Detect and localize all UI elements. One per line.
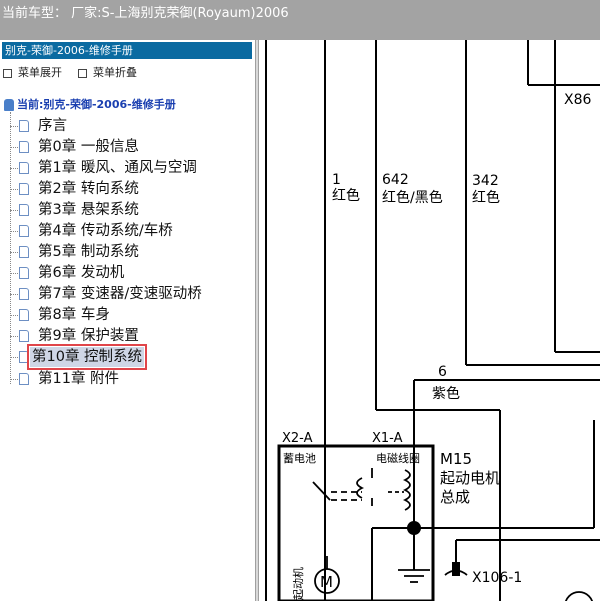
document-icon (19, 373, 29, 385)
document-icon (19, 204, 29, 216)
document-icon (19, 141, 29, 153)
expand-label: 菜单展开 (18, 66, 62, 79)
tree-guide-line (10, 112, 11, 384)
document-icon (19, 162, 29, 174)
solenoid-label: 电磁线圈 (376, 451, 420, 465)
document-icon (19, 246, 29, 258)
current-vehicle-text: 当前车型： 厂家:S-上海别克荣御(Royaum)2006 (2, 6, 289, 21)
panel-title: 别克-荣御-2006-维修手册 (2, 42, 252, 59)
document-icon (19, 309, 29, 321)
collapse-menu-button[interactable]: 菜单折叠 (78, 64, 137, 80)
terminal-x2a-label: X2-A (282, 431, 313, 446)
wire-642-number: 642 (382, 172, 409, 188)
document-icon (19, 120, 29, 132)
document-icon (19, 225, 29, 237)
component-name-line1: 起动电机 (440, 469, 500, 487)
document-icon (19, 267, 29, 279)
component-code: M15 (440, 450, 472, 468)
splitter-handle[interactable] (255, 40, 259, 601)
wire-1-color: 红色 (332, 187, 360, 204)
wire-6-number: 6 (438, 364, 447, 380)
document-icon (19, 183, 29, 195)
document-icon (19, 351, 29, 363)
terminal-x1a-label: X1-A (372, 431, 403, 446)
wire-342-color: 红色 (472, 189, 500, 206)
collapse-icon (78, 68, 87, 78)
wire-1-number: 1 (332, 172, 341, 188)
expand-menu-button[interactable]: 菜单展开 (3, 64, 62, 80)
wire-342-number: 342 (472, 173, 499, 189)
starter-motor-label: 起动机 (291, 567, 305, 600)
navigation-panel (0, 40, 256, 601)
wiring-diagram: X86 1 红色 642 红色/黑色 342 红色 6 紫色 X2-A X1-A… (265, 40, 600, 601)
top-status-bar: 当前车型： 厂家:S-上海别克荣御(Royaum)2006 (0, 0, 600, 40)
tree-root[interactable]: 当前:别克-荣御-2006-维修手册 (4, 96, 176, 114)
battery-terminal-label: 蓄电池 (283, 452, 316, 465)
component-name-line2: 总成 (440, 488, 470, 506)
tree-root-label: 当前:别克-荣御-2006-维修手册 (17, 98, 176, 111)
document-icon (19, 288, 29, 300)
wire-6-color: 紫色 (432, 385, 460, 402)
document-icon (19, 330, 29, 342)
connector-x106-label: X106-1 (472, 570, 522, 586)
wire-642-color: 红色/黑色 (382, 189, 443, 206)
connector-x86-label: X86 (564, 92, 591, 108)
motor-symbol: M (320, 573, 333, 591)
collapse-label: 菜单折叠 (93, 66, 137, 79)
expand-icon (3, 68, 12, 78)
book-root-icon (4, 99, 14, 111)
